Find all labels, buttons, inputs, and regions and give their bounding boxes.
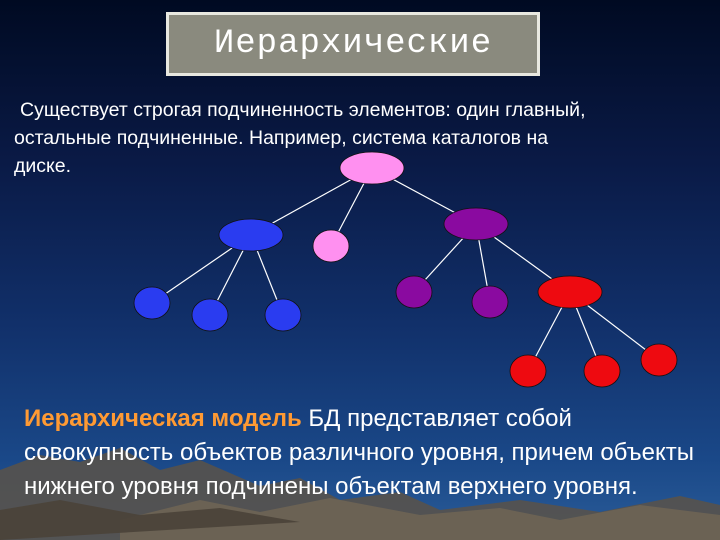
intro-line-2: остальные подчиненные. Например, система…: [14, 127, 549, 149]
blue-parent-node: [218, 218, 284, 252]
blue-child-node: [191, 298, 229, 332]
blue-child-node: [264, 298, 302, 332]
intro-line-1: Существует строгая подчиненность элемент…: [20, 99, 586, 121]
red-parent-node: [537, 275, 603, 309]
purple-child-node: [471, 285, 509, 319]
title-box: Иерархические: [166, 12, 540, 76]
slide-title: Иерархические: [213, 25, 493, 63]
red-child-node: [509, 354, 547, 388]
model-term: Иерархическая модель: [24, 405, 302, 432]
red-child-node: [640, 343, 678, 377]
definition-paragraph: Иерархическая модель БД представляет соб…: [24, 402, 714, 504]
blue-child-node: [133, 286, 171, 320]
purple-parent-node: [443, 207, 509, 241]
tree-edges: [151, 167, 660, 372]
pink-leaf-node: [312, 229, 350, 263]
intro-line-3: диске.: [14, 155, 72, 177]
red-child-node: [583, 354, 621, 388]
root-node: [339, 151, 405, 185]
intro-paragraph: Существует строгая подчиненность элемент…: [14, 96, 719, 180]
definition-text: БД представляет собой совокупность объек…: [24, 405, 694, 500]
tree-nodes: [133, 151, 678, 388]
purple-child-node: [395, 275, 433, 309]
